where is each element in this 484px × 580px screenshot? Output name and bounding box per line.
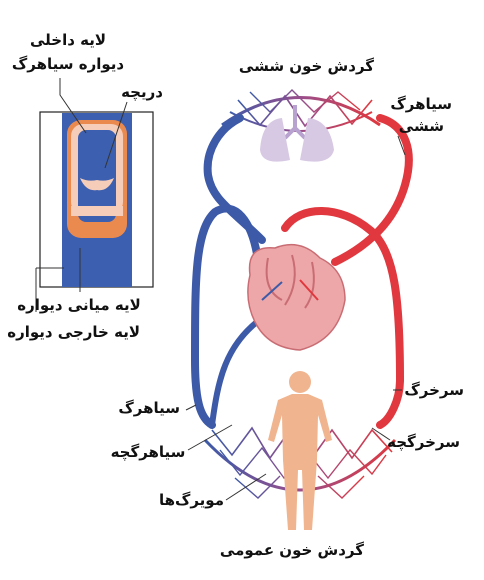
- heart-arrow-blue: [261, 281, 283, 301]
- heart-body: [247, 243, 346, 351]
- leader-capillaries: [225, 473, 267, 501]
- label-middle-wall: لایه میانی دیواره: [17, 296, 141, 314]
- leader-outer-wall: [35, 267, 64, 312]
- label-pulmonary-circulation: گردش خون ششی: [238, 57, 374, 75]
- pulmonary-capillary-bed: [221, 89, 381, 132]
- heart-arrow-red: [299, 279, 319, 301]
- pulmonary-mesh-2: [237, 94, 373, 128]
- leader-pulmonary-vein: [397, 135, 406, 156]
- leader-vein: [185, 404, 197, 411]
- aorta-artery: [281, 207, 405, 429]
- human-body-illustration: [268, 371, 332, 530]
- inset-leader-lines: [35, 78, 128, 312]
- leader-inner-wall: [59, 78, 87, 134]
- lungs-illustration: [260, 105, 334, 162]
- label-artery: سرخرگ: [404, 381, 464, 399]
- label-pulmonary-vein-line1: سیاهرگ: [390, 95, 452, 113]
- label-capillaries: مویرگ‌ها: [158, 491, 224, 509]
- label-arteriole: سرخرگچه: [387, 433, 460, 451]
- vein-lumen: [78, 130, 116, 222]
- label-systemic-circulation: گردش خون عمومی: [219, 541, 364, 559]
- leader-venule: [187, 424, 233, 451]
- left-lung: [260, 118, 290, 162]
- body-head: [289, 371, 311, 393]
- right-lung: [300, 118, 334, 162]
- label-inner-wall-line2: دیواره سیاهرگ: [11, 55, 125, 73]
- leader-valve: [104, 101, 128, 169]
- leader-arteriole: [371, 427, 391, 441]
- label-inner-wall-line1: لایه داخلی: [29, 31, 107, 49]
- body-torso-limbs: [268, 394, 332, 530]
- label-outer-wall: لایه خارجی دیواره: [7, 323, 140, 341]
- label-venule: سیاهرگچه: [110, 443, 186, 461]
- heart-chambers: [265, 254, 315, 309]
- diagram-leader-lines: [185, 135, 406, 501]
- vena-cava-vein: [190, 204, 262, 429]
- trachea: [283, 105, 307, 140]
- label-vein: سیاهرگ: [118, 399, 180, 417]
- vessels: [190, 114, 413, 429]
- vein-cross-section-inset: [39, 111, 154, 288]
- systemic-mesh-3: [234, 475, 365, 499]
- valve-flap-right: [97, 178, 114, 191]
- wall-ring: [71, 206, 123, 216]
- inferior-vein: [209, 315, 265, 428]
- label-pulmonary-vein-line2: ششی: [398, 117, 444, 135]
- heart-illustration: [247, 243, 346, 351]
- label-valve: دریچه: [121, 83, 163, 101]
- pulmonary-mesh-3: [249, 89, 361, 113]
- valve-flap-left: [80, 178, 97, 191]
- pulmonary-vein: [331, 114, 413, 266]
- pulmonary-artery: [203, 114, 266, 244]
